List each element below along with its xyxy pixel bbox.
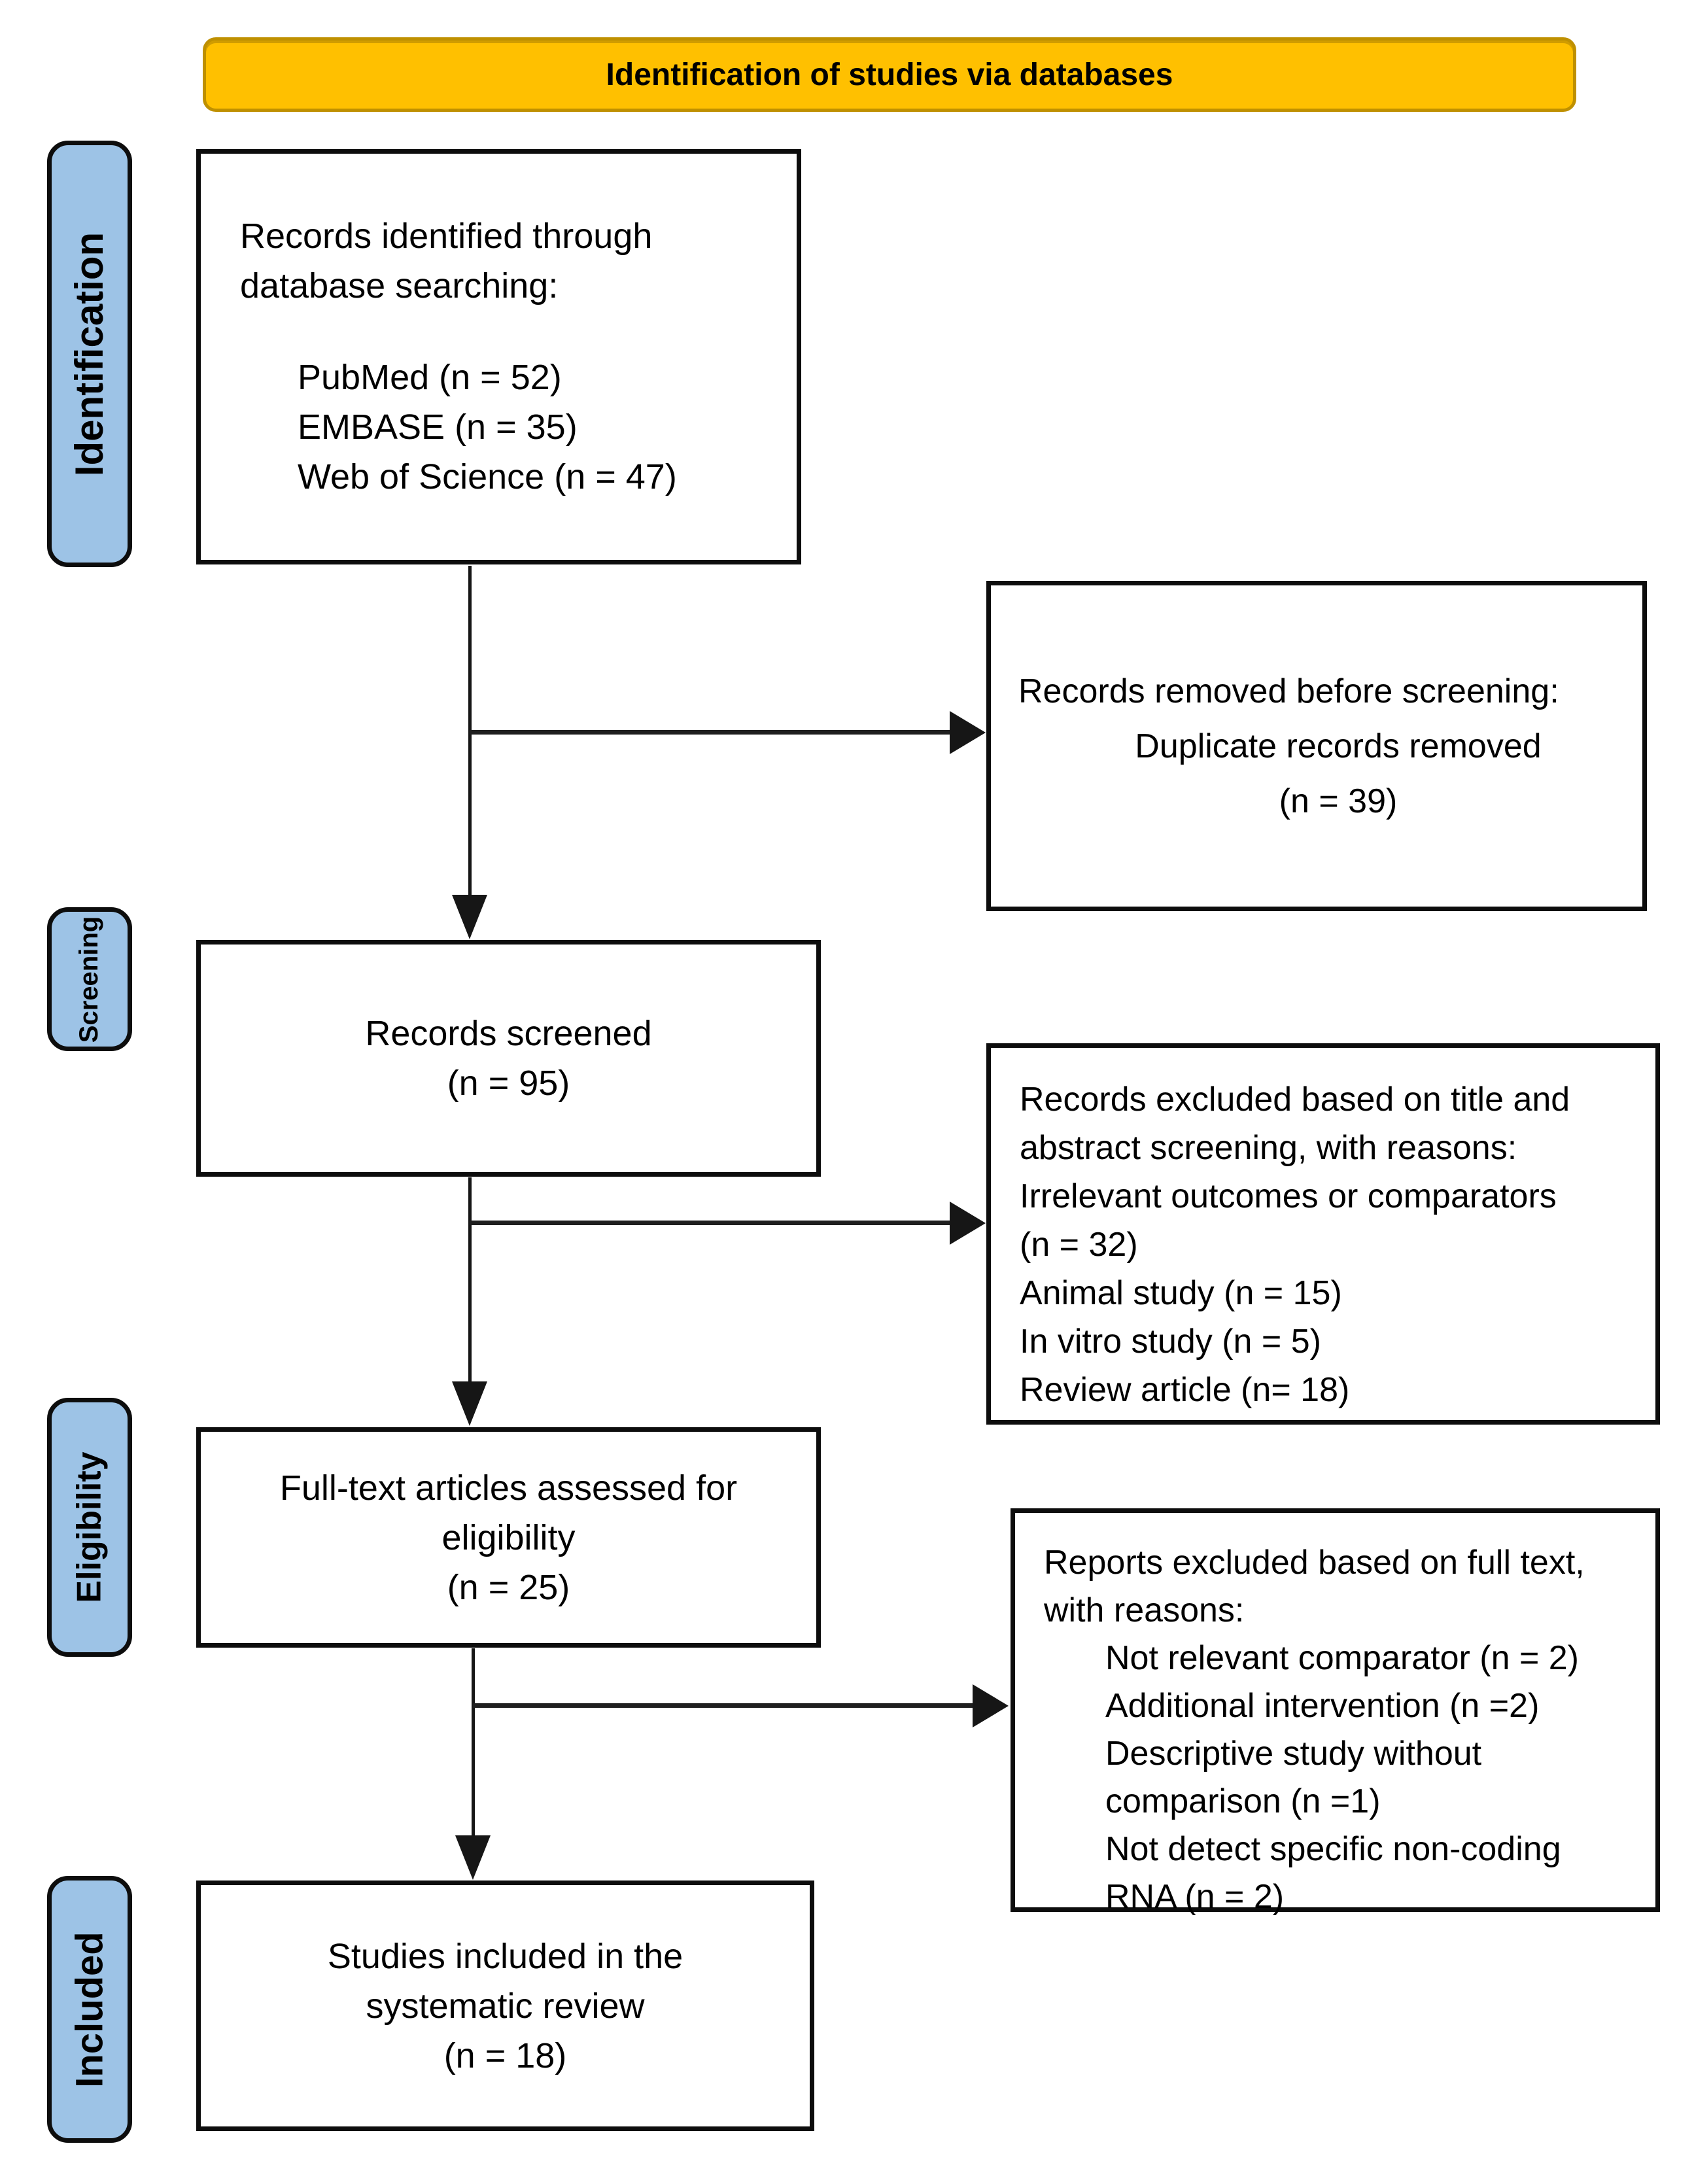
box-text-line: Full-text articles assessed for <box>279 1468 738 1508</box>
exclusion-reason-list: Not relevant comparator (n = 2) Addition… <box>1105 1635 1644 1921</box>
box-text-line: abstract screening, with reasons: <box>1020 1129 1517 1167</box>
database-count-item: Web of Science (n = 47) <box>298 457 677 496</box>
box-text-line: Review article (n= 18) <box>1020 1371 1350 1409</box>
exclusion-reason-line: comparison (n =1) <box>1105 1782 1381 1820</box>
stage-label-screening: Screening <box>47 907 132 1051</box>
right-arrowhead-icon <box>950 711 986 754</box>
records-removed-box: Records removed before screening: Duplic… <box>986 581 1647 911</box>
stage-label-text: Screening <box>75 916 104 1043</box>
diagram-title-banner: Identification of studies via databases <box>203 37 1576 112</box>
stage-label-included: Included <box>47 1876 132 2143</box>
database-count-item: PubMed (n = 52) <box>298 358 562 397</box>
stage-label-text: Included <box>68 1931 111 2088</box>
exclusion-reason-line: Not relevant comparator (n = 2) <box>1105 1639 1579 1677</box>
box-text-line: Studies included in the <box>327 1936 683 1976</box>
box-text-line: with reasons: <box>1044 1591 1245 1629</box>
box-text-line: (n = 25) <box>447 1567 570 1607</box>
right-arrowhead-icon <box>950 1202 986 1245</box>
stage-label-text: Eligibility <box>71 1451 109 1603</box>
excluded-screening-branch-line <box>470 1221 950 1225</box>
duplicates-branch-line <box>470 730 950 735</box>
stage-label-eligibility: Eligibility <box>47 1398 132 1657</box>
box-text-line: Duplicate records removed <box>1135 727 1542 765</box>
down-arrowhead-icon <box>455 1835 491 1880</box>
screened-to-fulltext-line <box>468 1177 472 1383</box>
fulltext-assessed-box: Full-text articles assessed for eligibil… <box>196 1427 821 1648</box>
box-text-line: Animal study (n = 15) <box>1020 1274 1342 1312</box>
reports-excluded-fulltext-box: Reports excluded based on full text, wit… <box>1011 1508 1660 1916</box>
down-arrowhead-icon <box>452 895 487 939</box>
exclusion-reason-line: RNA (n = 2) <box>1105 1878 1285 1916</box>
box-text-line: (n = 39) <box>1279 782 1398 820</box>
exclusion-reason-line: Additional intervention (n =2) <box>1105 1687 1540 1725</box>
down-arrowhead-icon <box>452 1381 487 1426</box>
box-text-line: Records excluded based on title and <box>1020 1081 1570 1118</box>
records-excluded-screening-box: Records excluded based on title and abst… <box>986 1043 1660 1425</box>
diagram-title: Identification of studies via databases <box>606 57 1173 92</box>
exclusion-reason-line: Not detect specific non-coding <box>1105 1830 1561 1868</box>
box-text-line: systematic review <box>366 1986 645 2026</box>
studies-included-box: Studies included in the systematic revie… <box>196 1881 814 2131</box>
stage-label-text: Identification <box>67 232 112 476</box>
box-text-line: Reports excluded based on full text, <box>1044 1544 1585 1582</box>
box-text-line: Records removed before screening: <box>1018 672 1559 710</box>
records-screened-box: Records screened (n = 95) <box>196 940 821 1177</box>
box-text-line: Records identified through <box>240 217 653 256</box>
stage-label-identification: Identification <box>47 141 132 567</box>
right-arrowhead-icon <box>973 1684 1009 1727</box>
excluded-fulltext-branch-line <box>473 1703 973 1708</box>
box-text-line: Irrelevant outcomes or comparators <box>1020 1177 1557 1215</box>
box-text-line: database searching: <box>240 266 559 305</box>
box-text-line: eligibility <box>441 1517 576 1557</box>
box-text-line: (n = 18) <box>443 2036 567 2075</box>
exclusion-reason-line: Descriptive study without <box>1105 1735 1482 1773</box>
box-text-line: (n = 32) <box>1020 1226 1138 1264</box>
box-text-line: (n = 95) <box>447 1064 570 1103</box>
database-count-list: PubMed (n = 52) EMBASE (n = 35) Web of S… <box>298 353 777 502</box>
box-text-line: Records screened <box>365 1014 652 1053</box>
database-count-item: EMBASE (n = 35) <box>298 407 578 447</box>
box-text-line: In vitro study (n = 5) <box>1020 1323 1321 1361</box>
records-identified-box: Records identified through database sear… <box>196 149 801 564</box>
fulltext-to-included-line <box>472 1648 475 1837</box>
